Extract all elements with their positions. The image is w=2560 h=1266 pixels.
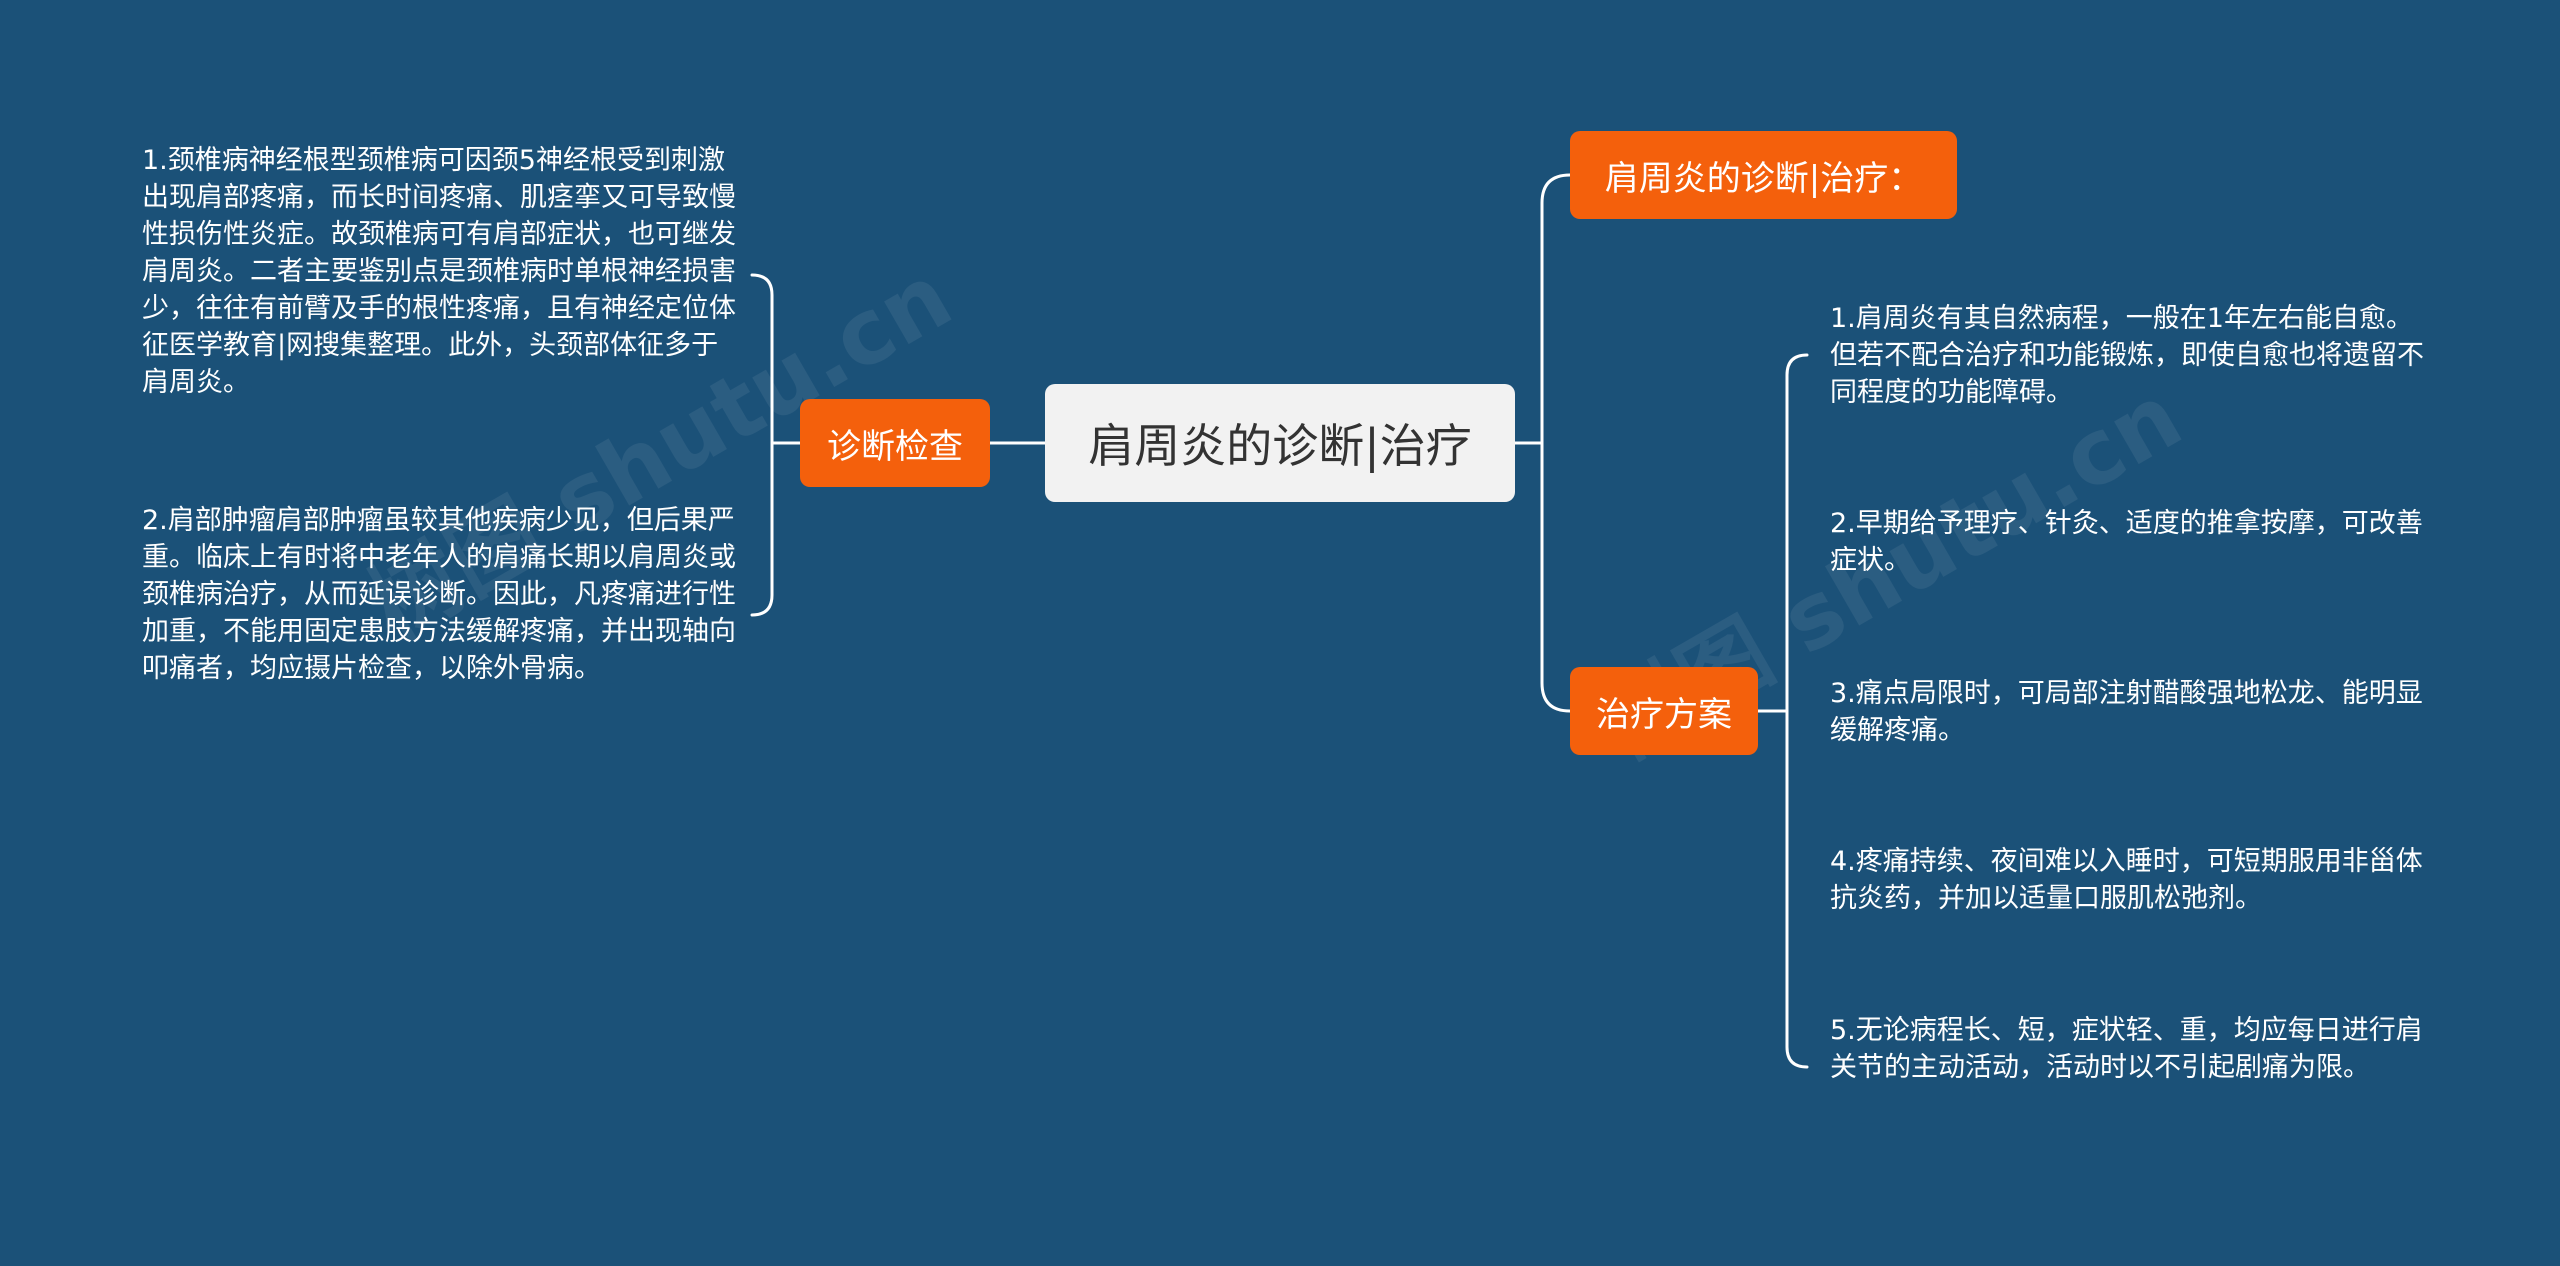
leaf-treatment-1: 1.肩周炎有其自然病程，一般在1年左右能自愈。但若不配合治疗和功能锻炼，即使自愈… <box>1830 303 2424 408</box>
leaf-treatment-4: 4.疼痛持续、夜间难以入睡时，可短期服用非甾体抗炎药，并加以适量口服肌松弛剂。 <box>1830 846 2423 914</box>
bracket-left-leaves <box>750 273 774 617</box>
bracket-right-leaves <box>1785 353 1809 1069</box>
leaf-treatment-5: 5.无论病程长、短，症状轻、重，均应每日进行肩关节的主动活动，活动时以不引起剧痛… <box>1830 1015 2423 1083</box>
bracket-right-branches <box>1540 173 1572 713</box>
leaf-treatment-3: 3.痛点局限时，可局部注射醋酸强地松龙、能明显缓解疼痛。 <box>1830 678 2423 746</box>
branch-diagnosis-treatment[interactable]: 肩周炎的诊断|治疗： <box>1570 131 1957 219</box>
branch-diagnosis-check[interactable]: 诊断检查 <box>800 399 990 487</box>
branch-treatment-plan[interactable]: 治疗方案 <box>1570 667 1758 755</box>
leaf-shoulder-tumor: 2.肩部肿瘤肩部肿瘤虽较其他疾病少见，但后果严重。临床上有时将中老年人的肩痛长期… <box>142 505 736 684</box>
leaf-cervical-spondylosis: 1.颈椎病神经根型颈椎病可因颈5神经根受到刺激出现肩部疼痛，而长时间疼痛、肌痉挛… <box>142 145 736 398</box>
leaf-treatment-2: 2.早期给予理疗、针灸、适度的推拿按摩，可改善症状。 <box>1830 508 2423 576</box>
central-topic[interactable]: 肩周炎的诊断|治疗 <box>1045 384 1515 502</box>
